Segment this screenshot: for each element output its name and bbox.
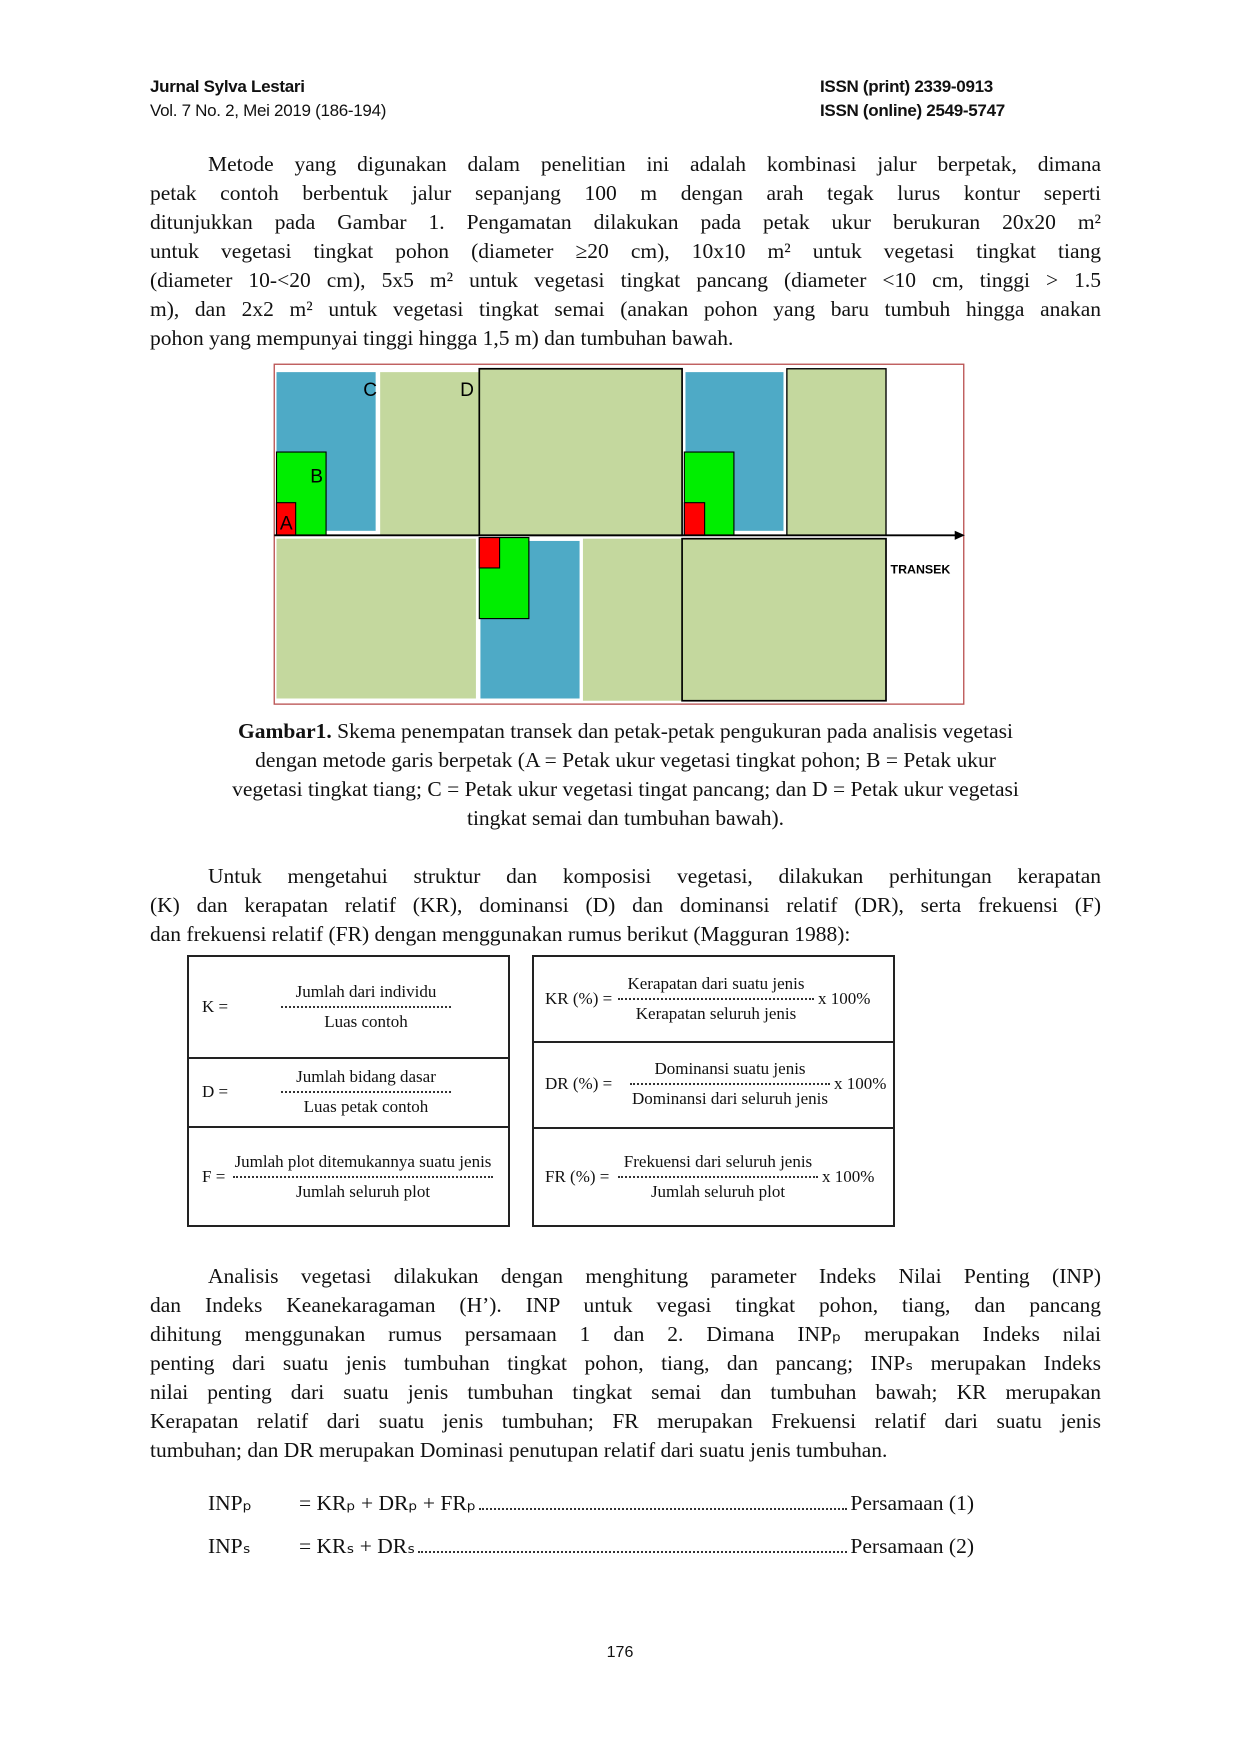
plot-semai-bottom-2 [582,538,683,701]
text-line: (diameter 10-<20 cm), 5x5 m² untuk veget… [150,268,1101,292]
numerator: Kerapatan dari suatu jenis [627,974,805,993]
formula-label: D = [202,1081,229,1101]
text-line: untuk vegetasi tingkat pohon (diameter ≥… [150,239,1101,263]
text-line: pohon yang mempunyai tinggi hingga 1,5 m… [150,326,734,350]
equation-expression: = KRₛ + DRₛ [299,1534,416,1558]
equation-1: INPₚ = KRₚ + DRₚ + FRₚ Persamaan (1) [208,1491,974,1516]
transect-plot-diagram: C D B A TRANSEK [273,363,965,705]
plot-a-pohon-2 [683,502,706,536]
journal-name: Jurnal Sylva Lestari [150,77,305,96]
label-transek: TRANSEK [891,563,951,577]
arrow-icon [954,530,965,540]
issn-online: ISSN (online) 2549-5747 [820,101,1005,120]
numerator: Dominansi suatu jenis [654,1059,806,1078]
fraction-bar [618,998,814,1000]
numerator: Jumlah plot ditemukannya suatu jenis [234,1151,492,1171]
plot-a-pohon-bottom [478,537,501,569]
leader-dots [478,1508,848,1510]
plot-d-square-bottom [681,537,887,702]
text-line: dan Indeks Keanekaragaman (H’). INP untu… [150,1293,1101,1317]
equation-2: INPₛ = KRₛ + DRₛ Persamaan (2) [208,1534,974,1559]
caption-label: Gambar1. [238,719,332,743]
text-line: penting dari suatu jenis tumbuhan tingka… [150,1351,1101,1375]
caption-line: tingkat semai dan tumbuhan bawah). [466,806,785,830]
caption-text: Skema penempatan transek dan petak-petak… [331,719,1013,743]
plot-semai-bottom-1 [276,538,476,699]
paragraph-method: Metode yang digunakan dalam penelitian i… [150,150,1101,353]
fraction-bar [281,1006,451,1008]
plot-d-square [478,367,683,537]
formula-f: F = Jumlah plot ditemukannya suatu jenis… [189,1126,508,1227]
text-line: Kerapatan relatif dari suatu jenis tumbu… [150,1409,1101,1433]
leader-dots [418,1551,848,1553]
label-b: B [310,466,323,487]
multiplier: x 100% [834,1074,887,1093]
label-a: A [280,514,293,535]
text-line: Analisis vegetasi dilakukan dengan mengh… [208,1264,1101,1288]
denominator: Luas petak contoh [303,1096,429,1116]
text-line: m), dan 2x2 m² untuk vegetasi tingkat se… [150,297,1101,321]
text-line: petak contoh berbentuk jalur sepanjang 1… [150,181,1101,205]
denominator: Dominansi dari seluruh jenis [632,1089,828,1108]
text-line: dihitung menggunakan rumus persamaan 1 d… [150,1322,1101,1346]
formula-label: F = [202,1166,226,1186]
text-line: tumbuhan; dan DR merupakan Dominasi penu… [150,1438,888,1462]
text-line: Metode yang digunakan dalam penelitian i… [208,152,1101,176]
text-line: ditunjukkan pada Gambar 1. Pengamatan di… [150,210,1101,234]
fraction-bar [630,1083,830,1085]
plot-d-semai-strip [380,372,480,536]
text-line: (K) dan kerapatan relatif (KR), dominans… [150,893,1101,917]
formula-label: FR (%) = [545,1167,610,1186]
figure-caption: Gambar1. Skema penempatan transek dan pe… [150,717,1101,833]
denominator: Luas contoh [324,1012,408,1031]
paragraph-analysis: Analisis vegetasi dilakukan dengan mengh… [150,1262,1101,1465]
plot-semai-2 [786,368,887,536]
numerator: Frekuensi dari seluruh jenis [623,1152,813,1171]
multiplier: x 100% [818,989,871,1008]
text-line: Untuk mengetahui struktur dan komposisi … [208,864,1101,888]
formula-label: KR (%) = [545,989,613,1008]
equation-ref: Persamaan (2) [850,1534,974,1558]
fraction-bar [618,1176,818,1178]
equation-expression: = KRₚ + DRₚ + FRₚ [299,1491,476,1515]
numerator: Jumlah dari individu [295,982,437,1001]
fraction-bar [233,1175,493,1178]
equation-name: INPₚ [208,1491,252,1515]
text-line: dan frekuensi relatif (FR) dengan menggu… [150,922,851,946]
paragraph-structure: Untuk mengetahui struktur dan komposisi … [150,862,1101,949]
formula-label: K = [202,997,229,1016]
equation-name: INPₛ [208,1534,251,1558]
page-number: 176 [606,1644,634,1661]
text-line: nilai penting dari suatu jenis tumbuhan … [150,1380,1101,1404]
fraction-bar [281,1090,451,1093]
numerator: Jumlah bidang dasar [296,1066,436,1086]
denominator: Jumlah seluruh plot [295,1181,431,1201]
issn-print: ISSN (print) 2339-0913 [820,77,993,96]
caption-line: dengan metode garis berpetak (A = Petak … [255,748,996,772]
equation-ref: Persamaan (1) [850,1491,974,1515]
caption-line: vegetasi tingkat tiang; C = Petak ukur v… [232,777,1019,801]
denominator: Kerapatan seluruh jenis [635,1004,797,1023]
formula-label: DR (%) = [545,1074,613,1093]
journal-volume: Vol. 7 No. 2, Mei 2019 (186-194) [150,101,387,120]
caption-line: Gambar1. Skema penempatan transek dan pe… [150,717,1101,746]
label-d: D [460,380,474,401]
multiplier: x 100% [822,1167,875,1186]
denominator: Jumlah seluruh plot [650,1182,786,1201]
label-c: C [363,380,377,401]
